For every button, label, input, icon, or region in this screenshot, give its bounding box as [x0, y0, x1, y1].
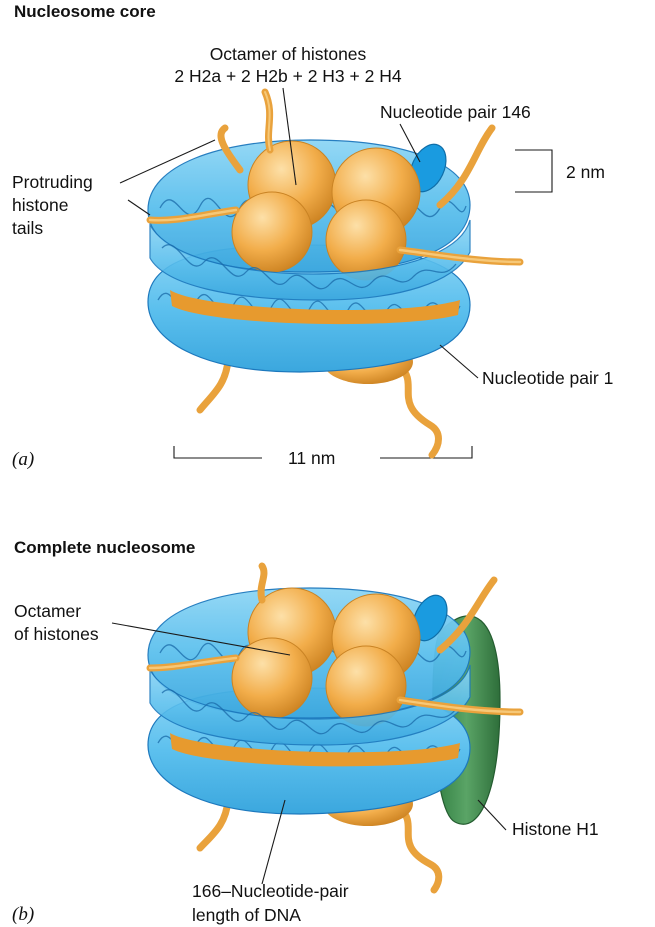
width-11nm-label: 11 nm: [288, 448, 335, 468]
histone-tail: [200, 360, 228, 410]
panel-a-letter: (a): [12, 449, 34, 470]
histone-tail: [400, 808, 439, 890]
dna-length-label-line1: 166–Nucleotide-pair: [192, 881, 349, 901]
nucleotide-pair-146-label: Nucleotide pair 146: [380, 102, 531, 122]
panel-b-title: Complete nucleosome: [14, 538, 195, 557]
histone-tail: [400, 366, 439, 455]
octamer-label-b-line2: of histones: [14, 624, 99, 644]
tails-label-line2: histone: [12, 195, 68, 215]
width-2nm-label: 2 nm: [566, 162, 605, 182]
octamer-label-a: Octamer of histones: [210, 44, 367, 64]
leader-nucleotide-1: [440, 345, 478, 378]
panel-b: Complete nucleosome Octamer of histones …: [12, 538, 599, 925]
octamer-label-b-line1: Octamer: [14, 601, 81, 621]
panel-a-title: Nucleosome core: [14, 2, 156, 21]
histone-upper-front-left: [232, 638, 312, 718]
panel-a: Nucleosome core Octamer of histones 2 H2…: [12, 2, 613, 470]
bracket-2nm: [515, 150, 552, 192]
histone-tail: [200, 800, 228, 848]
nucleotide-pair-1-label: Nucleotide pair 1: [482, 368, 613, 388]
histone-upper-front-left: [232, 192, 312, 272]
histone-tail: [261, 566, 264, 600]
dna-length-label-line2: length of DNA: [192, 905, 301, 925]
octamer-composition-label: 2 H2a + 2 H2b + 2 H3 + 2 H4: [174, 66, 401, 86]
leader-histone-h1: [478, 800, 506, 830]
tails-label-line1: Protruding: [12, 172, 93, 192]
tails-label-line3: tails: [12, 218, 43, 238]
panel-b-letter: (b): [12, 904, 34, 925]
leader-tails-side: [128, 200, 150, 215]
histone-h1-label: Histone H1: [512, 819, 599, 839]
